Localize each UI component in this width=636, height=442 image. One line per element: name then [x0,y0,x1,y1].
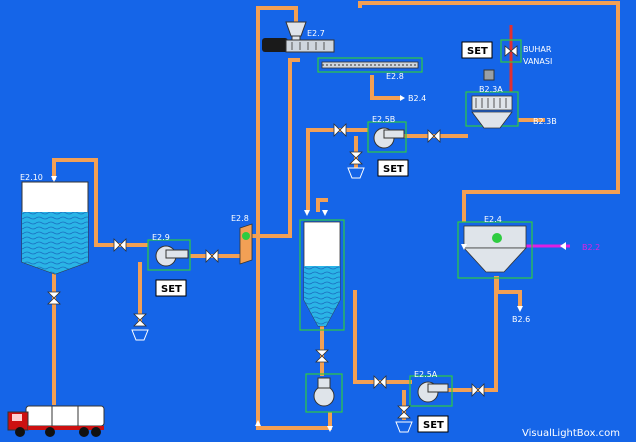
valve-e26-drain[interactable] [315,349,329,363]
pipe-heater-out [252,58,300,238]
pipe-pump-out [256,412,332,430]
label-b23a: B2.3A [479,85,503,94]
label-e210: E2.10 [20,173,43,182]
svg-text:SET: SET [383,164,404,175]
arrow-e26-in-b-icon [322,210,328,216]
indicator-lamp [483,69,495,81]
pump-e26[interactable] [305,373,343,413]
pipe-e25a-out [448,276,498,392]
set-button-steam[interactable]: SET [461,41,493,59]
pump-e25b[interactable] [367,121,407,153]
valve-e29-drain[interactable] [131,313,149,341]
label-b22: B2.2 [582,243,600,252]
label-b23b: B2.3B [533,117,557,126]
pipe-b24 [370,75,400,100]
label-e25a: E2.5A [414,370,438,379]
pipe-e26-top [316,198,328,212]
arrow-e24-in-icon [461,244,467,250]
label-b24: B2.4 [408,94,426,103]
pipe-e25b-in [306,128,368,210]
valve-e25a-out[interactable] [471,383,485,397]
label-e27: E2.7 [307,29,325,38]
set-button-e25b[interactable]: SET [377,159,409,177]
tank-e210[interactable] [21,181,89,275]
pump-e25a[interactable] [409,375,453,407]
label-e24: E2.4 [484,215,502,224]
pipe-top-loop [256,1,620,420]
arrow-e210-in-icon [51,176,57,182]
heater-e28[interactable] [239,223,253,265]
pipe-b26 [495,276,522,308]
watermark: VisualLightBox.com [522,428,620,439]
arrow-b24-icon [400,95,405,101]
valve-e25b-drain[interactable] [347,151,365,179]
svg-text:SET: SET [423,420,444,431]
screw-feeder[interactable] [262,38,335,53]
tanker-truck [7,405,105,437]
arrow-b26-icon [517,306,523,312]
conveyor-e28[interactable] [317,57,423,73]
label-e29: E2.9 [152,233,170,242]
set-button-e25a[interactable]: SET [417,415,449,433]
arrow-e26-in-a-icon [304,210,310,216]
pipe-e210-top [52,158,148,247]
evaporator-b23a[interactable] [465,91,519,129]
valve-e25b-in[interactable] [333,123,347,137]
valve-e25a-in[interactable] [373,375,387,389]
valve-e210-drain[interactable] [47,291,61,305]
label-e28-conveyor: E2.8 [386,72,404,81]
tank-e26[interactable] [299,219,345,331]
svg-text:SET: SET [467,46,488,57]
svg-text:SET: SET [161,284,182,295]
arrow-pump-down-icon [327,426,333,432]
arrow-pump-out-icon [255,420,261,426]
label-e25b: E2.5B [372,115,395,124]
pump-e29[interactable] [147,239,191,271]
label-e28-heater: E2.8 [231,214,249,223]
tank-e24[interactable] [457,221,533,279]
steam-valve[interactable] [500,39,522,63]
label-b26: B2.6 [512,315,530,324]
set-button-e29[interactable]: SET [155,279,187,297]
valve-e25a-drain[interactable] [395,405,413,433]
label-buhar: BUHAR [523,45,552,54]
valve-e25b-out[interactable] [427,129,441,143]
label-vanasi: VANASI [523,57,552,66]
valve-e29-in[interactable] [113,238,127,252]
valve-e29-out[interactable] [205,249,219,263]
arrow-b22-icon [560,242,566,250]
label-e26: E2.6 [312,237,330,246]
pipe-e25a-in [353,290,412,384]
